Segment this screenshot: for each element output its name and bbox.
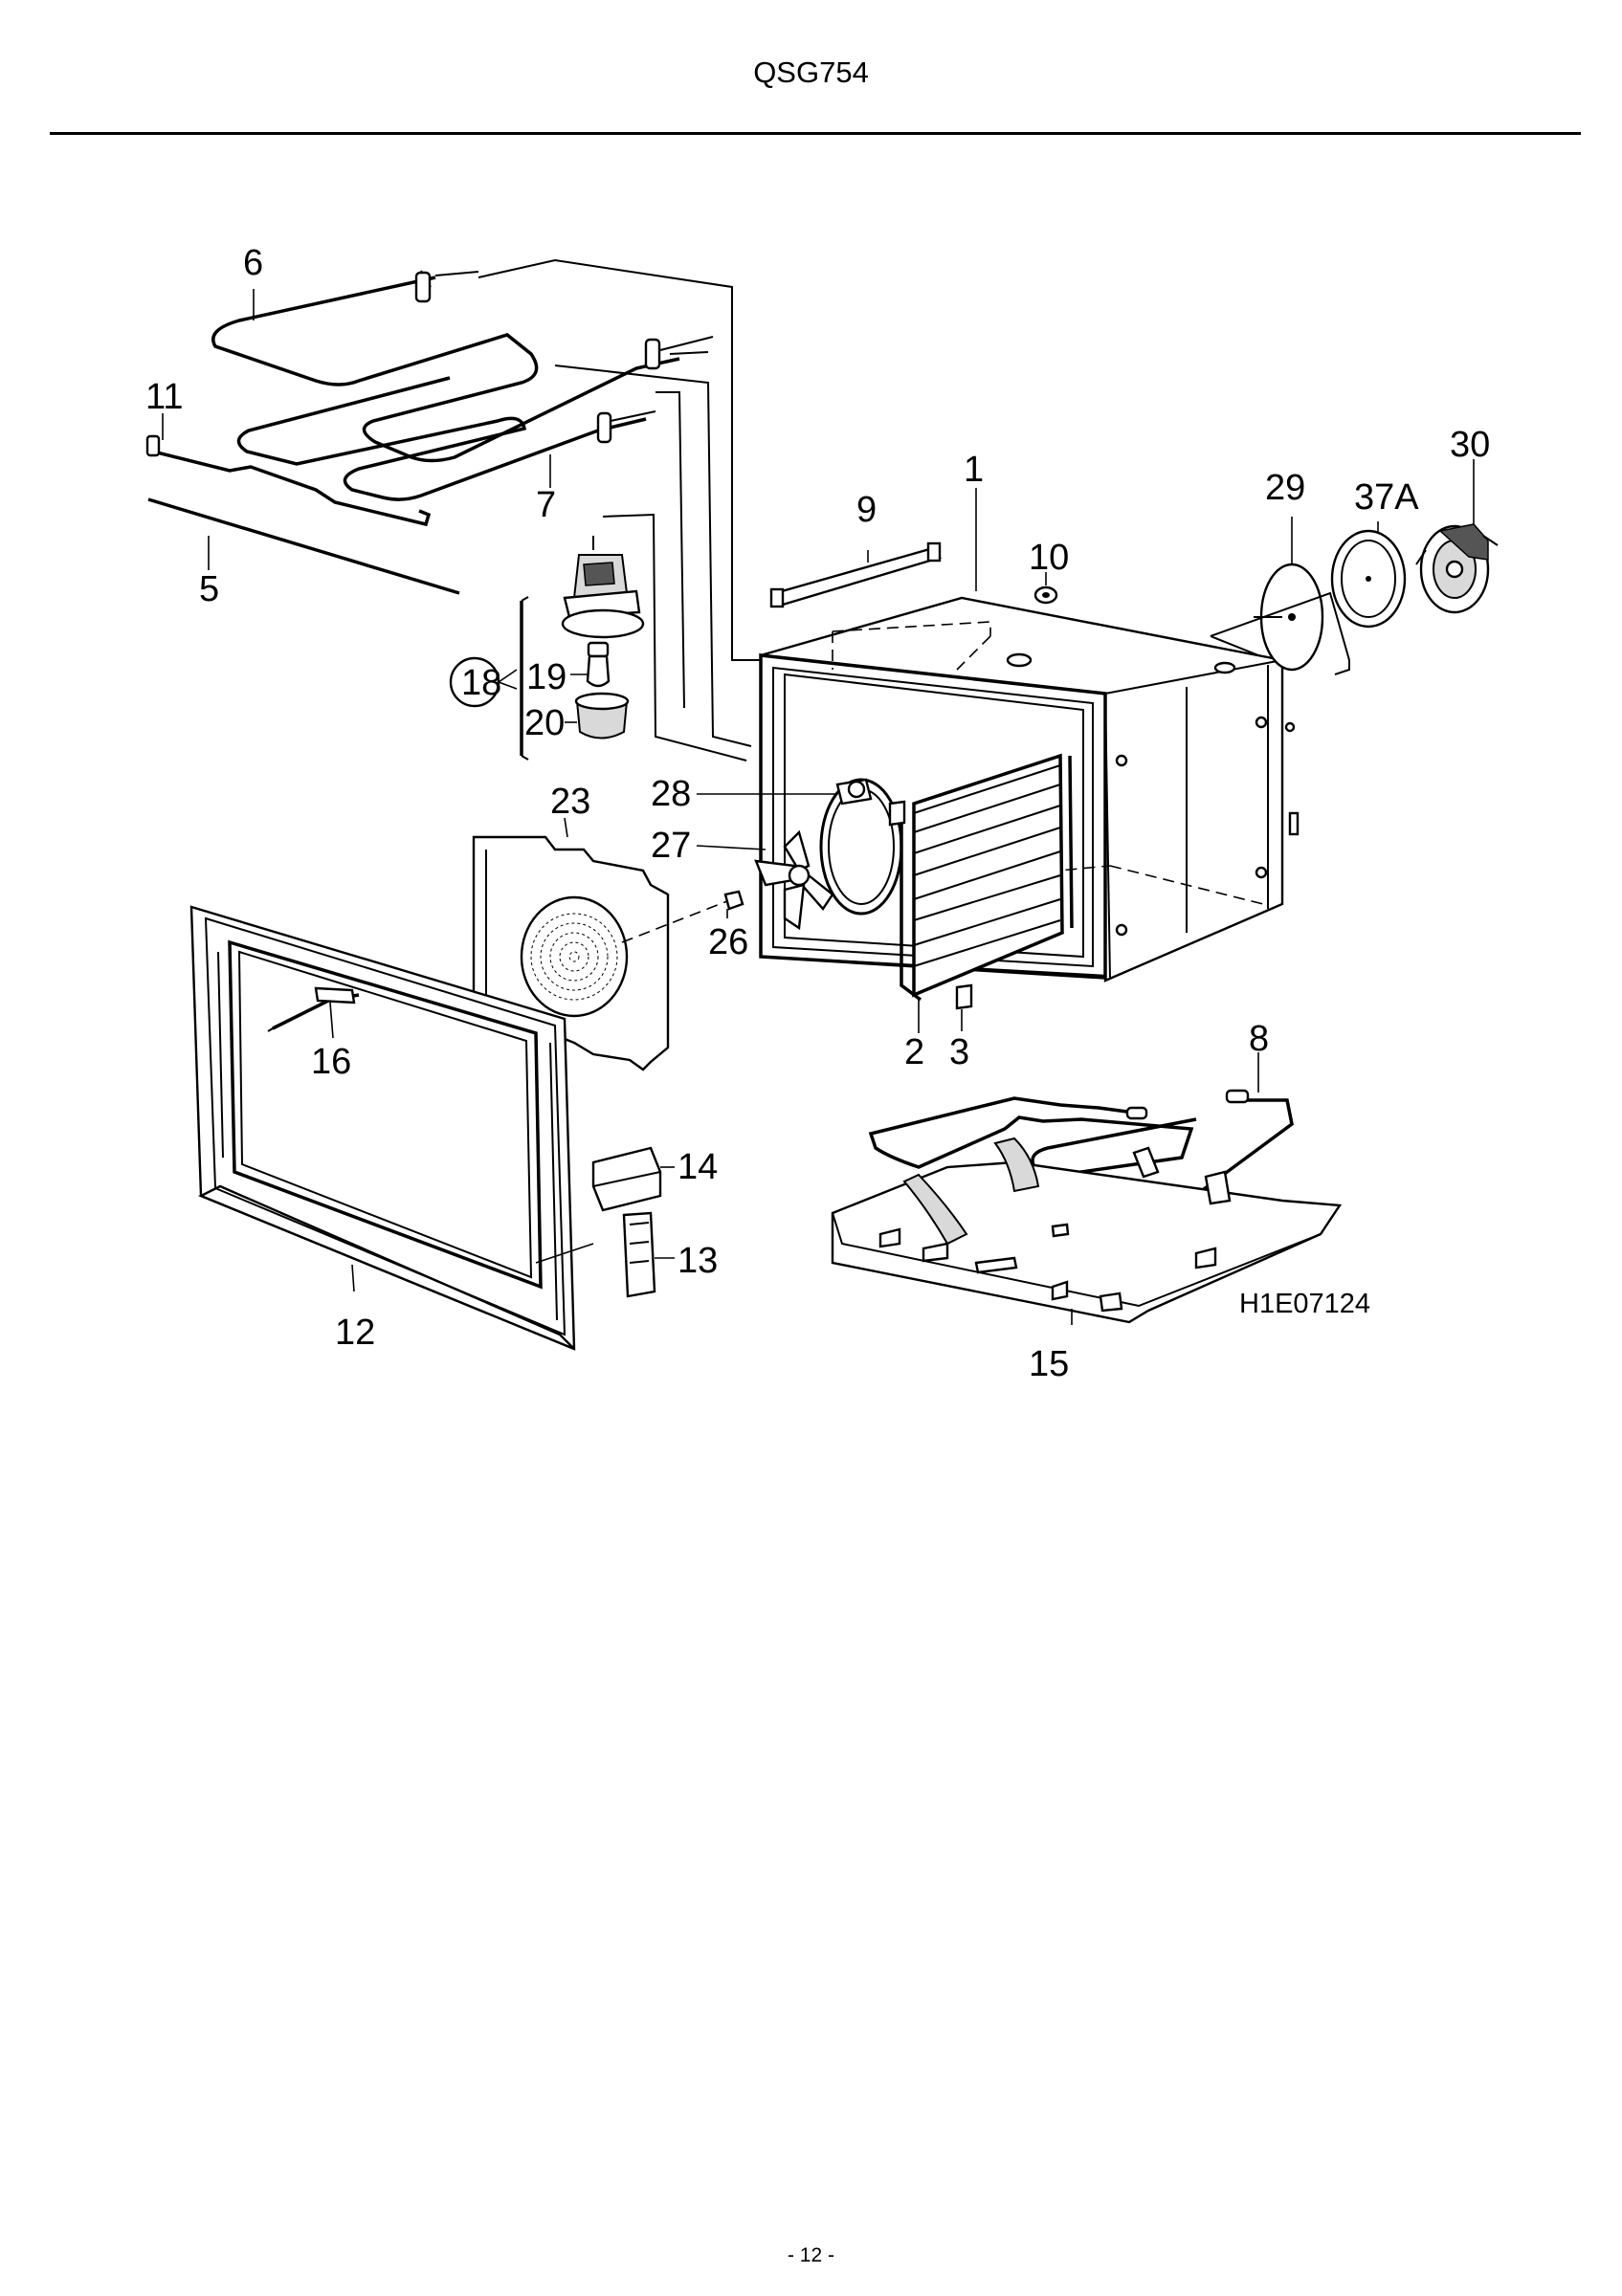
callout-30: 30 — [1450, 425, 1490, 465]
motor-guide-lines — [1210, 591, 1350, 675]
callout-37a: 37A — [1354, 477, 1419, 518]
part-11-rod — [145, 434, 432, 527]
callout-3: 3 — [949, 1032, 969, 1072]
callout-16: 16 — [311, 1042, 351, 1082]
part-3-clip — [955, 983, 973, 1031]
callout-12: 12 — [335, 1313, 375, 1353]
callout-19: 19 — [526, 657, 567, 697]
callout-28: 28 — [651, 774, 691, 814]
callout-26: 26 — [708, 922, 748, 962]
callout-18: 18 — [461, 663, 501, 703]
part-18-lamp-assembly — [449, 536, 645, 761]
part-29-fan-cover — [1254, 517, 1324, 672]
part-2-shelf-rack — [900, 753, 1074, 1033]
document-title: QSG754 — [753, 55, 869, 89]
part-13-hinge — [622, 1211, 675, 1298]
callout-10: 10 — [1029, 538, 1069, 578]
part-9-rail — [769, 541, 942, 608]
part-10-nut — [1033, 585, 1058, 605]
part-26-nut — [723, 890, 744, 911]
part-14-bracket — [591, 1146, 675, 1212]
callout-14: 14 — [678, 1147, 718, 1187]
page-number: - 12 - — [787, 2244, 834, 2266]
callout-7: 7 — [536, 485, 556, 525]
callout-5: 5 — [199, 569, 219, 609]
part-37a-gasket — [1330, 521, 1407, 629]
callout-leaders — [162, 289, 1259, 1292]
part-28-fan-mount — [819, 778, 906, 916]
part-16-sensor — [267, 986, 360, 1039]
part-7-top-element — [236, 376, 656, 501]
part-30-fan-motor — [1415, 459, 1499, 614]
diagram-reference-code: H1E07124 — [1239, 1289, 1370, 1319]
callout-2: 2 — [904, 1032, 924, 1072]
callout-8: 8 — [1249, 1019, 1269, 1059]
part-5-rod — [147, 497, 460, 595]
callout-1: 1 — [964, 450, 984, 490]
callout-9: 9 — [856, 490, 877, 530]
part-12-front-frame — [189, 905, 594, 1351]
assembly-guide-lines — [478, 258, 785, 762]
part-27-fan-impeller — [754, 829, 834, 931]
callout-15: 15 — [1029, 1344, 1069, 1384]
callout-13: 13 — [678, 1241, 718, 1281]
header-rule — [50, 132, 1581, 135]
callout-23: 23 — [550, 782, 590, 822]
callout-27: 27 — [651, 826, 691, 866]
callout-20: 20 — [524, 703, 565, 743]
part-15-bottom-tray — [831, 1137, 1343, 1325]
callout-29: 29 — [1265, 468, 1305, 508]
part-6-grill-element — [211, 270, 714, 463]
callout-6: 6 — [243, 243, 263, 283]
callout-11: 11 — [145, 377, 183, 417]
perforation-pattern — [530, 913, 618, 1001]
